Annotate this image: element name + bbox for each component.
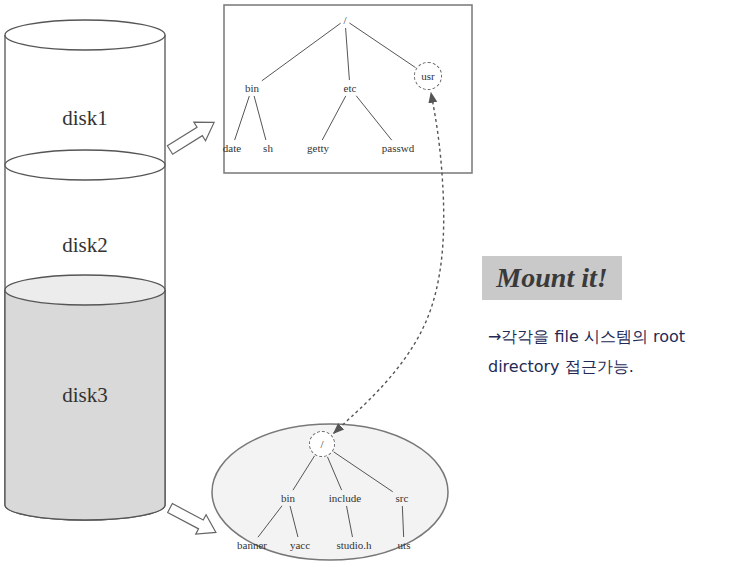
node-text: getty [307, 142, 329, 154]
filesystem-ellipse [212, 424, 448, 560]
node-text: / [343, 14, 346, 26]
disk-cylinder [5, 35, 165, 520]
disk-label: disk2 [58, 231, 112, 260]
node-text: / [320, 438, 323, 450]
node-text: etc [344, 82, 357, 94]
node-text: Mount it! [496, 262, 607, 294]
tree-node: include [327, 491, 363, 505]
tree-node: getty [305, 141, 331, 155]
node-text: yacc [290, 539, 310, 551]
tree-branch [356, 96, 392, 140]
hollow-arrow [164, 113, 220, 159]
tree-branch [254, 96, 266, 140]
disk3-shading [5, 290, 165, 520]
tree-node: passwd [380, 141, 416, 155]
mount-point: usr [414, 62, 442, 90]
tree-branch [402, 506, 403, 537]
tree-node: studio.h [334, 538, 373, 552]
filesystem-box [224, 5, 472, 173]
disk-divider [5, 150, 165, 180]
tree-node: bin [243, 81, 261, 95]
note-text: →각각을 file 시스템의 root directory 접근가능. [488, 322, 723, 383]
tree-branch [322, 96, 346, 140]
hollow-arrow [165, 498, 221, 542]
tree-node: date [221, 141, 243, 155]
node-text: disk3 [62, 383, 108, 408]
mount-banner: Mount it! [482, 256, 621, 300]
node-text: bin [245, 82, 259, 94]
tree-node: / [341, 13, 348, 27]
tree-node: src [394, 491, 411, 505]
tree-branch [334, 452, 393, 492]
node-text: disk1 [62, 106, 108, 131]
tree-branch [258, 506, 282, 537]
tree-branch [262, 23, 341, 81]
node-text: usr [421, 70, 434, 82]
node-text: disk2 [62, 233, 108, 258]
node-text: banner [237, 539, 267, 551]
node-text: uts [398, 539, 411, 551]
tree-node: bin [279, 491, 297, 505]
node-text: passwd [382, 142, 414, 154]
cylinder-bottom [5, 505, 165, 520]
handwritten-note: →각각을 file 시스템의 root directory 접근가능. [488, 322, 723, 383]
disk-label: disk1 [58, 104, 112, 133]
tree-node: uts [396, 538, 413, 552]
node-text: include [329, 492, 361, 504]
disk-divider [5, 275, 165, 305]
disk-label: disk3 [58, 381, 112, 410]
tree-node: etc [342, 81, 359, 95]
tree-node: sh [261, 141, 275, 155]
tree-branch [346, 28, 350, 80]
fs-root: / [309, 431, 335, 457]
tree-node: yacc [288, 538, 312, 552]
tree-branch [347, 506, 353, 537]
node-text: sh [263, 142, 273, 154]
node-text: src [396, 492, 409, 504]
cylinder-top [5, 20, 165, 50]
tree-branch [327, 457, 341, 490]
mount-link [334, 93, 444, 433]
tree-branch [235, 96, 250, 140]
tree-branch [290, 506, 298, 537]
node-text: date [223, 142, 241, 154]
node-text: studio.h [336, 539, 371, 551]
tree-node: banner [235, 538, 269, 552]
node-text: bin [281, 492, 295, 504]
tree-branch [293, 456, 315, 490]
tree-branch [349, 23, 415, 68]
cylinder-side [5, 290, 165, 505]
